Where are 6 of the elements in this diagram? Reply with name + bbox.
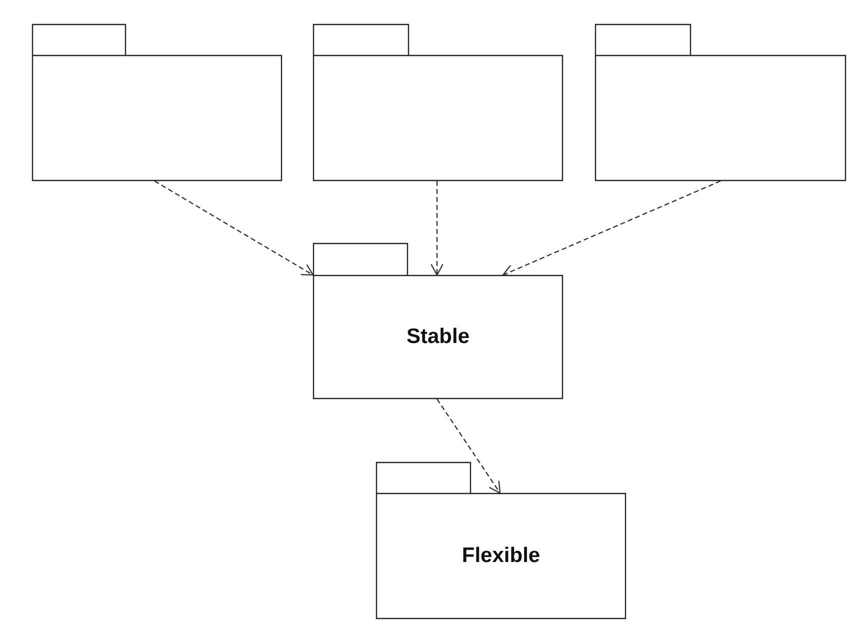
dependency-arrow [430, 181, 444, 276]
dependency-arrow [154, 180, 314, 276]
package-name: Flexible [460, 544, 542, 568]
dependency-arrow [436, 398, 501, 494]
package-name: Stable [405, 325, 471, 349]
dependency-arrow [502, 180, 721, 277]
